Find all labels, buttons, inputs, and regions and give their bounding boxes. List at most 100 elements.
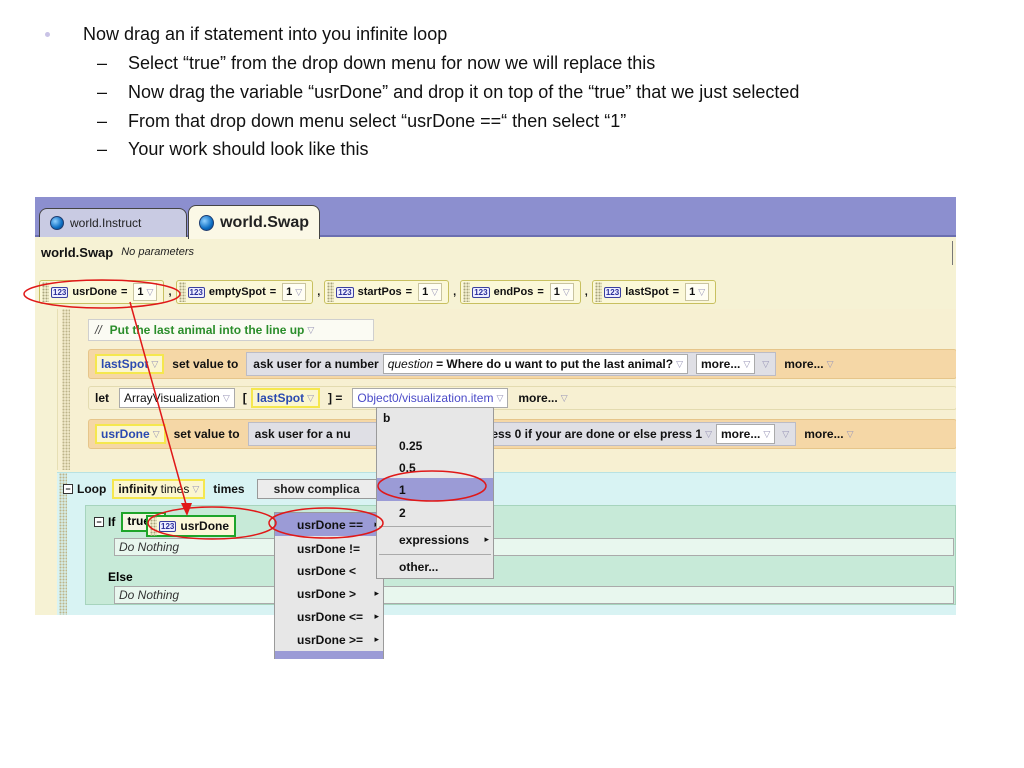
set-usrdone-statement[interactable]: usrDone▽ set value to ask user for a nu …: [88, 419, 956, 449]
dropdown-arrow-icon: ▽: [560, 392, 568, 403]
menu-item-0-5[interactable]: 0.5: [377, 456, 493, 479]
dropdown-arrow-icon: ▽: [826, 358, 834, 369]
menu-item-2[interactable]: 2: [377, 501, 493, 524]
world-globe-icon: [199, 214, 215, 231]
comment-slashes: //: [95, 323, 102, 337]
sub-bullet-text: Select “true” from the drop down menu fo…: [128, 53, 656, 73]
comparison-menu: usrDone ==▸ usrDone != usrDone < usrDone…: [274, 512, 384, 659]
more-link[interactable]: more...: [804, 427, 844, 441]
loop-count: infinity: [118, 482, 158, 496]
loop-count-unit: times: [160, 482, 190, 496]
dropdown-arrow-icon: ▽: [431, 286, 439, 297]
menu-item-label: 0.25: [399, 438, 423, 453]
comma: ,: [317, 286, 321, 298]
let-array-statement[interactable]: let ArrayVisualization▽ [ lastSpot▽ ] = …: [88, 386, 956, 410]
dropdown-arrow-icon: ▽: [496, 392, 504, 403]
code-editor: world.Instruct world.Swap world.Swap No …: [35, 197, 956, 615]
drag-handle[interactable]: [59, 473, 67, 615]
sub-bullet-text: Your work should look like this: [128, 139, 369, 159]
dropdown-arrow-icon: ▽: [743, 358, 751, 369]
show-complicated-button[interactable]: show complica: [256, 479, 377, 499]
menu-item-label: expressions: [399, 532, 470, 547]
dropdown-arrow-icon: ▽: [307, 324, 315, 335]
menu-item-usrdone-gte[interactable]: usrDone >=▸: [275, 628, 383, 651]
comment-text: Put the last animal into the line up: [109, 323, 305, 337]
set-value-label: set value to: [173, 427, 240, 441]
more-link[interactable]: more...: [784, 357, 824, 371]
menu-item-other[interactable]: other...: [377, 555, 493, 578]
variable-value: 1: [286, 286, 293, 298]
drag-handle[interactable]: [463, 282, 471, 302]
menu-item-label: usrDone !=: [297, 541, 361, 556]
collapse-icon[interactable]: −: [63, 484, 73, 494]
menu-item-usrdone-eq[interactable]: usrDone ==▸: [275, 513, 383, 536]
tab-label: world.Swap: [220, 213, 309, 231]
more-link[interactable]: more...: [518, 391, 558, 405]
menu-item-usrdone-neq[interactable]: usrDone !=: [275, 537, 383, 560]
value-dropdown[interactable]: 1▽: [685, 283, 710, 301]
equals-sign: =: [120, 286, 128, 298]
tab-world-instruct[interactable]: world.Instruct: [39, 208, 187, 237]
drag-handle[interactable]: [42, 282, 49, 302]
menu-item-expressions[interactable]: expressions▸: [377, 528, 493, 551]
object-dropdown[interactable]: Object0/visualization.item▽: [352, 388, 509, 408]
menu-item-usrdone-gt[interactable]: usrDone >▸: [275, 582, 383, 605]
value-dropdown[interactable]: 1▽: [282, 283, 307, 301]
array-dropdown[interactable]: ArrayVisualization▽: [119, 388, 235, 408]
drag-handle[interactable]: [594, 282, 602, 302]
menu-scroll-bar[interactable]: [275, 651, 383, 659]
index-chip[interactable]: lastSpot▽: [250, 388, 321, 408]
chip-label: lastSpot: [256, 391, 305, 405]
drag-handle[interactable]: [327, 282, 335, 302]
world-globe-icon: [50, 216, 64, 230]
dropdown-arrow-icon: ▽: [846, 428, 854, 439]
variable-chip[interactable]: usrDone▽: [95, 424, 166, 444]
menu-item-label: other...: [399, 559, 439, 574]
dropdown-arrow-icon: ▽: [307, 392, 315, 403]
dropdown-arrow-icon: ▽: [782, 428, 790, 439]
menu-item-0-25[interactable]: 0.25: [377, 434, 493, 457]
collapse-icon[interactable]: −: [94, 517, 104, 527]
menu-item-label: usrDone <=: [297, 609, 364, 624]
method-name: world.Swap: [41, 244, 114, 260]
dragged-usrdone-chip[interactable]: 123 usrDone: [146, 515, 236, 537]
menu-separator: [379, 554, 491, 555]
array-name: ArrayVisualization: [124, 391, 220, 405]
ask-number-block[interactable]: ask user for a nu Press 0 if your are do…: [247, 422, 797, 446]
ask-number-block[interactable]: ask user for a number question= Where do…: [246, 352, 777, 376]
value-dropdown[interactable]: 1▽: [133, 283, 158, 301]
question-text: = Where do u want to put the last animal…: [436, 357, 674, 371]
sub-bullet: –Select “true” from the drop down menu f…: [97, 53, 655, 74]
dropdown-arrow-icon: ▽: [698, 286, 706, 297]
drag-handle[interactable]: [150, 516, 157, 536]
submenu-arrow-icon: ▸: [374, 611, 379, 621]
more-button[interactable]: more...▽: [716, 424, 776, 444]
question-field[interactable]: question= Where do u want to put the las…: [382, 354, 689, 374]
value-dropdown[interactable]: 1▽: [418, 283, 443, 301]
menu-separator: [379, 526, 491, 527]
number-type-icon: 123: [336, 286, 354, 298]
set-laststpot-statement[interactable]: lastSpot▽ set value to ask user for a nu…: [88, 349, 956, 379]
drag-handle[interactable]: [62, 309, 70, 470]
comment-statement[interactable]: // Put the last animal into the line up …: [88, 319, 374, 341]
menu-item-label: 2: [399, 505, 406, 520]
more-button[interactable]: more...▽: [696, 354, 756, 374]
tab-world-swap[interactable]: world.Swap: [188, 205, 320, 239]
value-menu: b 0.25 0.5 1 2 expressions▸ other...: [376, 407, 494, 579]
let-label: let: [95, 391, 110, 405]
drag-handle[interactable]: [178, 282, 186, 302]
menu-item-1[interactable]: 1: [377, 478, 493, 501]
value-dropdown[interactable]: 1▽: [549, 283, 574, 301]
variable-chip[interactable]: lastSpot▽: [95, 354, 165, 374]
menu-item-usrdone-lte[interactable]: usrDone <= ▸: [275, 605, 383, 628]
menu-item-usrdone-lt[interactable]: usrDone <: [275, 559, 383, 582]
set-value-label: set value to: [172, 357, 239, 371]
